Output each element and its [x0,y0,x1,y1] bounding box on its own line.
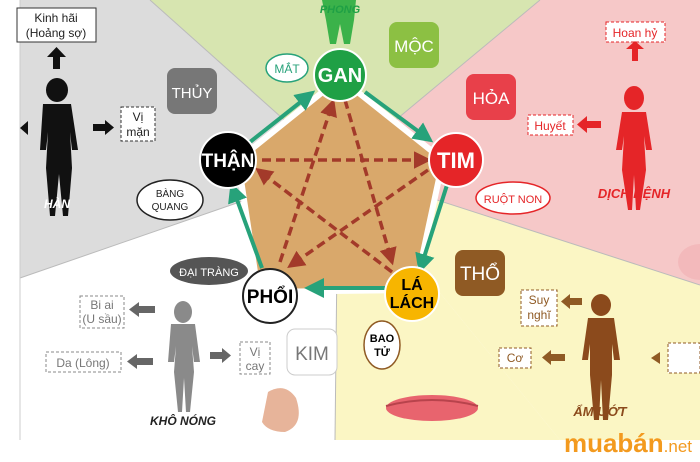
organ-mat: MẮT [265,53,309,83]
element-kim: KIM [286,328,338,376]
fire-climate-label: DỊCH BỆNH [598,186,671,201]
metal-emotion-box: Bi ai (U sầu) [79,295,125,329]
nose-image [262,388,299,432]
svg-text:mặn: mặn [126,125,149,139]
svg-text:TỬ: TỬ [374,346,391,359]
arrow-left-icon [129,302,155,317]
water-emotion-box: Kinh hãi (Hoảng sợ) [16,7,97,43]
hand-image [678,244,700,280]
water-figure [40,78,78,216]
svg-text:Vị: Vị [133,110,144,124]
arrow-up-icon [47,47,66,69]
arrow-left-icon [127,354,153,369]
la-lach-label-1: LÁ [401,275,423,294]
arrow-phoi-than [228,182,264,269]
node-gan: GAN [313,48,367,102]
arrow-up-icon [626,41,644,61]
arrow-tim-lalach [415,184,449,274]
svg-text:ĐẠI TRÀNG: ĐẠI TRÀNG [179,266,239,279]
svg-text:RUỘT NON: RUỘT NON [484,193,543,206]
water-sector [20,0,338,278]
gan-label: GAN [318,65,362,87]
generating-cycle [228,90,449,298]
metal-tissue-box: Da (Lông) [45,351,122,373]
svg-text:Hoan hỷ: Hoan hỷ [613,26,658,40]
metal-figure [168,301,200,412]
svg-text:Cơ: Cơ [507,351,524,365]
svg-text:cay: cay [246,359,265,373]
tim-label: TIM [437,148,475,173]
element-moc: MỘC [389,22,439,68]
arrow-gan-lalach [343,99,397,266]
svg-text:Kinh hãi: Kinh hãi [34,11,77,25]
svg-text:Da (Lông): Da (Lông) [56,356,109,370]
la-lach-label-2: LÁCH [390,293,434,312]
svg-text:MẮT: MẮT [274,61,300,76]
than-label: THẬN [202,150,255,172]
water-taste-box: Vị mặn [120,106,156,142]
svg-text:Vị: Vị [250,345,261,359]
fire-emotion-box: Hoan hỷ [605,21,666,43]
node-than: THẬN [199,131,257,189]
arrow-than-gan [248,90,316,144]
svg-text:(U sầu): (U sầu) [82,312,121,326]
svg-text:QUANG: QUANG [152,202,189,213]
svg-text:(Hoảng sợ): (Hoảng sợ) [26,26,87,40]
organ-bang-quang: BÀNG QUANG [136,179,204,221]
svg-text:nghĩ: nghĩ [527,308,551,322]
arrow-lalach-than [255,167,394,274]
organ-dai-trang: ĐẠI TRÀNG [170,257,248,285]
metal-taste-box: Vị cay [239,341,271,375]
pentagon [234,74,447,296]
arrow-left-icon [20,121,28,135]
svg-text:KIM: KIM [295,344,329,365]
node-tim: TIM [428,132,484,188]
fire-figure [616,86,652,210]
lips-image [385,395,479,421]
metal-climate-label: KHÔ NÓNG [150,413,216,428]
wood-figure [322,0,356,44]
water-climate-label: HÀN [44,196,70,211]
arrow-left-icon [651,352,660,364]
svg-text:Bi ai: Bi ai [90,298,113,312]
arrow-left-icon [542,350,565,365]
svg-text:Suy: Suy [529,293,550,307]
svg-text:THỦY: THỦY [172,84,213,102]
element-hoa: HỎA [466,74,516,120]
element-thuy: THỦY [167,68,217,114]
watermark-brand: muabán [563,428,664,458]
svg-text:Huyết: Huyết [534,119,566,133]
site-watermark: muabán.net [564,428,692,462]
svg-text:HỎA: HỎA [473,89,511,108]
node-la-lach: LÁ LÁCH [384,266,440,322]
arrow-right-icon [210,348,231,363]
arrow-gan-tim [363,90,434,143]
svg-text:THỔ: THỔ [460,263,500,285]
earth-emotion-box: Suy nghĩ [520,289,558,327]
earth-taste-box-partial [667,342,700,374]
svg-text:MỘC: MỘC [394,37,434,56]
earth-figure [582,294,620,420]
fire-sector [338,0,700,285]
organ-bao-tu: BAO TỬ [363,320,401,370]
svg-text:BÀNG: BÀNG [156,187,185,200]
arrow-left-icon [561,294,582,309]
arrow-phoi-gan [278,98,337,263]
controlling-cycle [255,98,432,274]
svg-text:BAO: BAO [370,333,395,345]
node-phoi: PHỔI [242,268,298,324]
watermark-tld: .net [663,437,692,456]
organ-ruot-non: RUỘT NON [475,181,551,215]
element-tho: THỔ [455,250,505,296]
wood-climate-label: PHONG [320,4,361,16]
phoi-label: PHỔI [247,286,293,308]
fire-fluid-box: Huyết [527,114,574,136]
arrow-right-icon [93,120,114,135]
earth-tissue-box: Cơ [498,347,532,369]
earth-climate-label: ẨM ƯỚT [572,404,627,419]
arrow-left-icon [577,116,601,133]
arrow-tim-phoi [287,168,429,268]
